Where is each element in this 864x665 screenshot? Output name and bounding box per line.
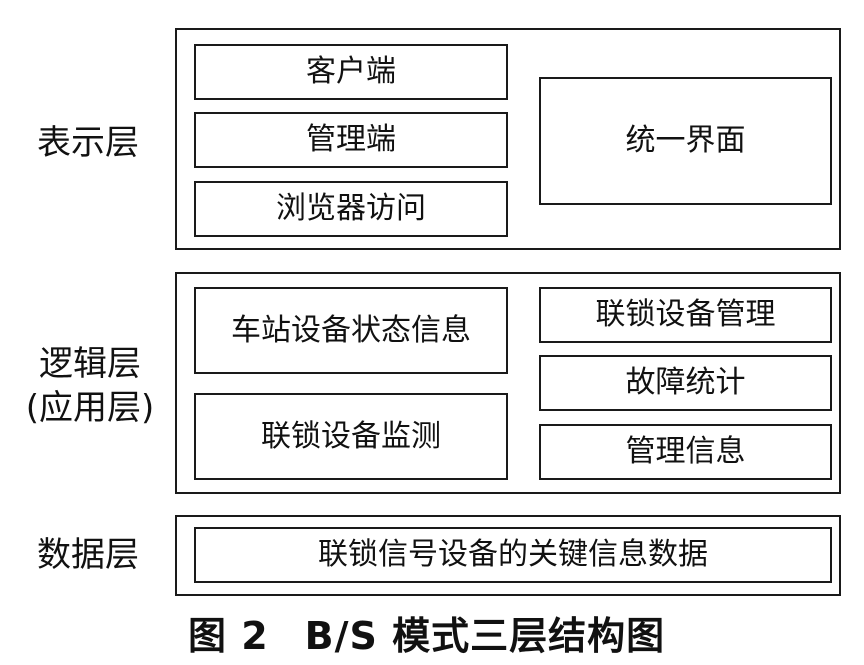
interlocking-management-box-label: 联锁设备管理 (595, 297, 776, 332)
figure-title: B/S 模式三层结构图 (304, 613, 666, 658)
logic-layer-label-line1: 逻辑层 (39, 344, 141, 384)
data-layer-label-text: 数据层 (37, 535, 139, 575)
logic-layer-label: 逻辑层 (应用层) (10, 340, 170, 432)
key-data-box-label: 联锁信号设备的关键信息数据 (318, 537, 708, 572)
management-info-box-label: 管理信息 (625, 434, 746, 469)
admin-box: 管理端 (194, 112, 508, 168)
key-data-box: 联锁信号设备的关键信息数据 (194, 527, 832, 583)
interlocking-management-box: 联锁设备管理 (539, 287, 832, 343)
browser-access-box-label: 浏览器访问 (276, 191, 426, 226)
interlocking-monitoring-box-label: 联锁设备监测 (261, 418, 441, 454)
figure-caption: 图 2 B/S 模式三层结构图 (188, 606, 708, 658)
fault-statistics-box-label: 故障统计 (625, 365, 746, 400)
figure-number: 图 2 (188, 613, 269, 658)
data-layer-label: 数据层 (18, 530, 158, 580)
unified-interface-box: 统一界面 (539, 77, 832, 205)
client-box: 客户端 (194, 44, 508, 100)
logic-layer-label-line2: (应用层) (25, 388, 155, 428)
station-device-status-box: 车站设备状态信息 (194, 287, 508, 374)
station-device-status-box-label: 车站设备状态信息 (231, 312, 471, 348)
fault-statistics-box: 故障统计 (539, 355, 832, 411)
unified-interface-box-label: 统一界面 (625, 123, 746, 158)
management-info-box: 管理信息 (539, 424, 832, 480)
client-box-label: 客户端 (306, 54, 396, 89)
presentation-layer-label-text: 表示层 (37, 123, 139, 163)
browser-access-box: 浏览器访问 (194, 181, 508, 237)
interlocking-monitoring-box: 联锁设备监测 (194, 393, 508, 480)
presentation-layer-label: 表示层 (18, 118, 158, 168)
admin-box-label: 管理端 (306, 122, 396, 157)
